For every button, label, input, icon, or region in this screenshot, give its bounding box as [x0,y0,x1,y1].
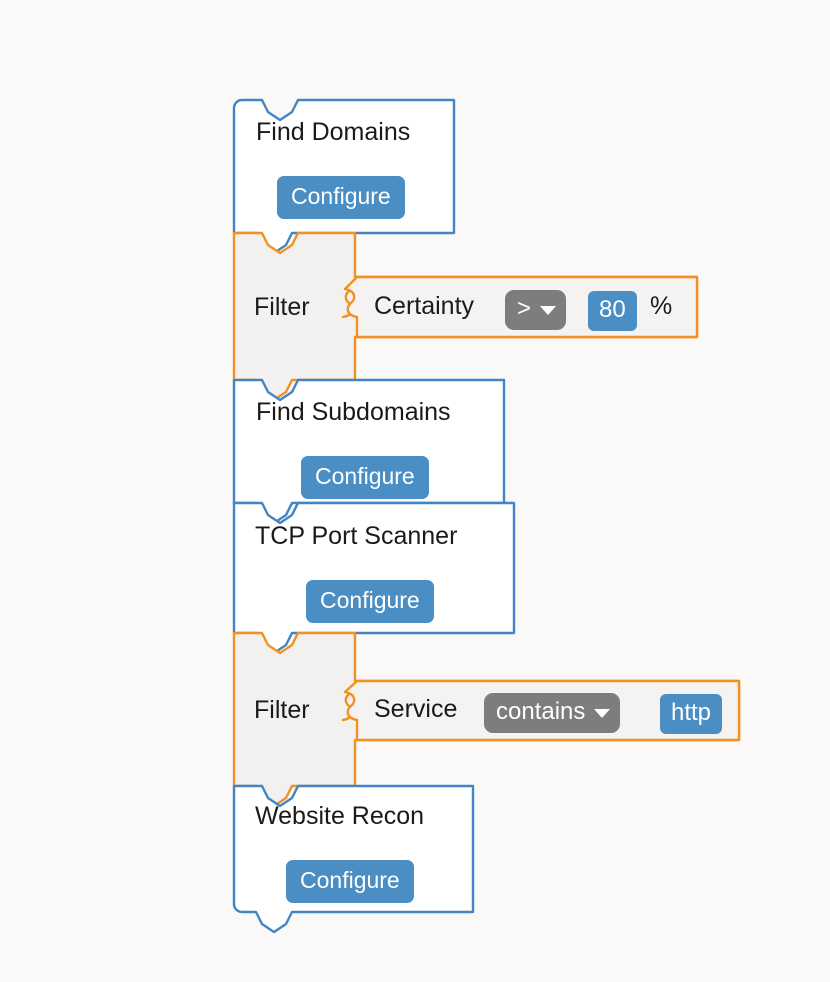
configure-button-tcp-port-scanner[interactable]: Configure [306,580,434,623]
filter-certainty-value-input[interactable]: 80 [588,291,637,331]
filter-certainty-unit-label: % [650,292,673,320]
filter-certainty-operator-value: > [517,295,532,322]
block-title-find-subdomains: Find Subdomains [256,398,451,426]
chevron-down-icon [594,708,611,718]
block-title-filter-certainty: Filter [254,293,310,321]
block-title-website-recon: Website Recon [255,802,425,830]
block-title-filter-service: Filter [254,696,310,724]
block-title-find-domains: Find Domains [256,118,411,146]
filter-service-operator-dropdown[interactable]: contains [484,693,621,733]
configure-button-find-subdomains[interactable]: Configure [301,456,429,499]
chevron-down-icon [540,305,557,315]
filter-certainty-field-label: Certainty [374,292,475,320]
block-title-tcp-port-scanner: TCP Port Scanner [255,522,458,550]
filter-service-field-label: Service [374,695,458,723]
filter-service-value-input[interactable]: http [660,694,723,734]
filter-certainty-operator-dropdown[interactable]: > [505,290,567,330]
configure-button-website-recon[interactable]: Configure [286,860,414,903]
filter-service-operator-value: contains [496,698,586,725]
configure-button-find-domains[interactable]: Configure [277,176,405,219]
